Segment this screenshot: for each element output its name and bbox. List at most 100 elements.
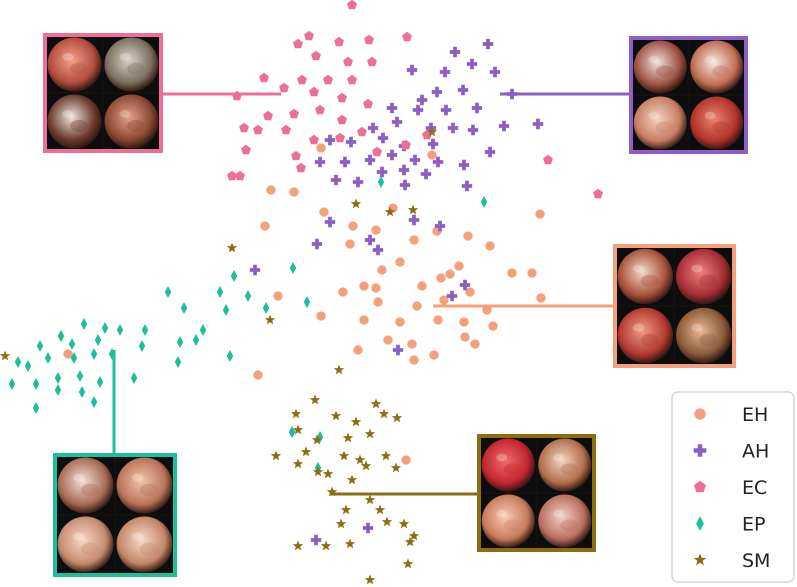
point-ah <box>431 86 443 98</box>
point-eh <box>383 335 393 345</box>
point-sm <box>270 450 282 461</box>
point-ah <box>406 64 418 76</box>
point-sm <box>398 518 410 529</box>
image-panel-ah <box>629 36 748 154</box>
point-ep <box>199 324 207 336</box>
point-ep <box>377 176 385 188</box>
legend-marker-sm <box>693 553 707 566</box>
point-sm <box>426 126 438 137</box>
point-ah <box>434 220 446 232</box>
point-ah <box>324 216 336 228</box>
point-ep <box>36 340 44 352</box>
point-ep <box>222 304 230 316</box>
legend-entry-ec: EC <box>694 477 767 499</box>
point-eh <box>316 311 326 321</box>
point-sm <box>350 416 362 427</box>
point-eh <box>436 273 446 283</box>
point-eh <box>359 281 369 291</box>
point-ah <box>498 120 510 132</box>
endoscopy-tile-ep-3 <box>57 516 114 573</box>
point-eh <box>429 350 439 360</box>
point-sm <box>342 432 354 443</box>
legend-entry-ah: AH <box>693 441 769 463</box>
point-ec <box>227 170 237 181</box>
endoscopy-tile-ep-1 <box>57 457 114 514</box>
point-ec <box>311 50 321 61</box>
point-ah <box>324 134 336 146</box>
point-ep <box>138 340 146 352</box>
point-eh <box>266 185 276 195</box>
point-sm <box>226 242 238 253</box>
point-ah <box>467 124 479 136</box>
point-eh <box>535 209 545 219</box>
point-sm <box>326 486 338 497</box>
point-eh <box>63 349 73 359</box>
point-ah <box>506 88 518 100</box>
point-ec <box>263 110 273 121</box>
point-ah <box>471 102 483 114</box>
point-ec <box>232 90 242 101</box>
legend-frame <box>671 391 795 583</box>
point-ah <box>427 138 439 150</box>
point-ec <box>281 124 291 135</box>
data-points <box>0 0 603 585</box>
point-ah <box>409 154 421 166</box>
legend-entry-sm: SM <box>693 550 770 572</box>
point-eh <box>377 265 387 275</box>
point-eh <box>273 291 283 301</box>
point-ep <box>70 352 78 364</box>
point-eh <box>507 268 517 278</box>
point-ah <box>372 244 384 256</box>
point-ec <box>309 86 319 97</box>
legend-label-ec: EC <box>742 477 767 499</box>
point-eh <box>359 315 369 325</box>
point-ec <box>293 38 303 49</box>
point-ep <box>32 378 40 390</box>
endoscopy-tile-ah-3 <box>633 96 688 150</box>
point-ec <box>364 34 374 45</box>
point-sm <box>300 446 312 457</box>
endoscopy-tile-ep-2 <box>116 457 173 514</box>
point-sm <box>402 558 414 569</box>
point-eh <box>527 268 537 278</box>
point-sm <box>264 314 276 325</box>
point-ep <box>116 324 124 336</box>
series-ec <box>227 0 603 199</box>
point-sm <box>360 460 372 471</box>
point-ec <box>304 30 314 41</box>
point-ec <box>289 108 299 119</box>
point-ec <box>315 104 325 115</box>
point-eh <box>395 257 405 267</box>
endoscopy-tile-eh-2 <box>675 248 732 305</box>
point-sm <box>0 350 11 361</box>
point-sm <box>381 516 393 527</box>
point-ah <box>482 38 494 50</box>
point-ah <box>440 104 452 116</box>
endoscopy-tile-eh-4 <box>675 307 732 364</box>
point-ep <box>96 376 104 388</box>
point-ep <box>303 296 311 308</box>
point-ep <box>14 356 22 368</box>
endoscopy-tile-ec-1 <box>47 37 102 92</box>
point-ep <box>80 318 88 330</box>
point-eh <box>470 339 480 349</box>
endoscopy-tile-sm-4 <box>537 494 592 548</box>
point-eh <box>371 283 381 293</box>
point-eh <box>459 317 469 327</box>
point-ec <box>291 150 301 161</box>
point-ep <box>44 352 52 364</box>
point-ep <box>24 360 32 372</box>
point-eh <box>536 293 546 303</box>
point-ah <box>425 122 437 134</box>
point-sm <box>335 518 347 529</box>
point-eh <box>463 231 473 241</box>
point-ah <box>345 136 357 148</box>
point-eh <box>427 150 437 160</box>
point-sm <box>380 450 392 461</box>
point-ah <box>439 66 451 78</box>
image-panels <box>43 33 748 577</box>
point-sm <box>340 504 352 515</box>
point-ah <box>399 179 411 191</box>
point-ec <box>253 124 263 135</box>
